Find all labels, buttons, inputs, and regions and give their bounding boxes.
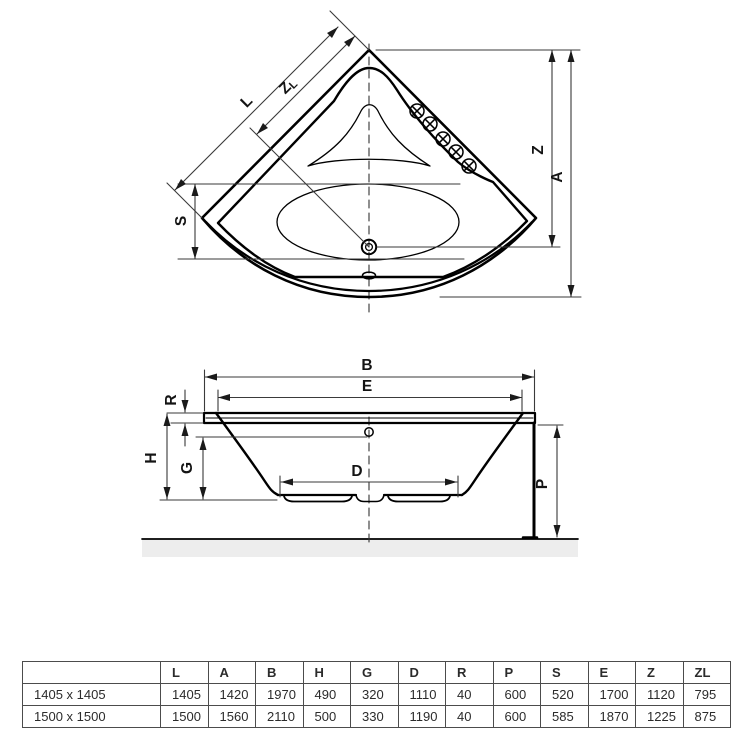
table-header-cell: Z bbox=[635, 661, 684, 684]
table-header-cell: A bbox=[207, 661, 256, 684]
table-cell: 40 bbox=[445, 705, 494, 728]
top-view: L ZL S Z A bbox=[166, 10, 582, 317]
tub-inner-rim-outline bbox=[216, 66, 529, 279]
table-cell: 40 bbox=[445, 683, 494, 706]
extension-line bbox=[249, 127, 370, 248]
left-wall bbox=[214, 411, 280, 497]
table-cell: 490 bbox=[302, 683, 351, 706]
table-cell: 1225 bbox=[635, 705, 684, 728]
table-cell: 1110 bbox=[397, 683, 446, 706]
dim-label-D: D bbox=[351, 463, 362, 480]
table-header-cell: S bbox=[540, 661, 589, 684]
table-header-row: L A B H G D R P S E Z ZL bbox=[22, 661, 731, 684]
jet-icon bbox=[409, 103, 425, 119]
table-cell: 1120 bbox=[635, 683, 684, 706]
table-cell: 1190 bbox=[397, 705, 446, 728]
table-cell: 1405 bbox=[160, 683, 209, 706]
dim-label-Z: Z bbox=[530, 145, 547, 155]
technical-drawing: L ZL S Z A bbox=[141, 10, 582, 557]
table-header-cell bbox=[22, 661, 161, 684]
dim-label-P: P bbox=[534, 479, 551, 489]
table-cell: 600 bbox=[492, 705, 541, 728]
jet-icon bbox=[435, 131, 451, 147]
table-cell: 795 bbox=[682, 683, 731, 706]
table-cell: 1500 bbox=[160, 705, 209, 728]
table-cell: 1560 bbox=[207, 705, 256, 728]
extension-line bbox=[166, 182, 203, 219]
base-pad bbox=[387, 495, 451, 503]
table-cell: 500 bbox=[302, 705, 351, 728]
dimension-table: L A B H G D R P S E Z ZL 1405 x 1405 140… bbox=[22, 661, 731, 728]
dim-label-B: B bbox=[361, 357, 372, 374]
table-cell: 320 bbox=[350, 683, 399, 706]
table-row: 1500 x 1500 1500 1560 2110 500 330 1190 … bbox=[22, 705, 731, 728]
table-header-cell: R bbox=[445, 661, 494, 684]
table-header-cell: G bbox=[350, 661, 399, 684]
base-pad bbox=[283, 495, 353, 503]
dim-label-H: H bbox=[143, 452, 160, 463]
dim-label-S: S bbox=[173, 216, 190, 226]
size-label-cell: 1500 x 1500 bbox=[22, 705, 161, 728]
table-header-cell: D bbox=[397, 661, 446, 684]
table-header-cell: L bbox=[160, 661, 209, 684]
table-cell: 1970 bbox=[255, 683, 304, 706]
table-cell: 330 bbox=[350, 705, 399, 728]
size-label-cell: 1405 x 1405 bbox=[22, 683, 161, 706]
drain-notch bbox=[355, 494, 385, 503]
table-header-cell: H bbox=[302, 661, 351, 684]
basin-ellipse bbox=[276, 183, 460, 261]
dim-label-G: G bbox=[179, 462, 196, 474]
table-cell: 520 bbox=[540, 683, 589, 706]
table-cell: 1700 bbox=[587, 683, 636, 706]
dim-line-L bbox=[174, 26, 339, 191]
dim-label-E: E bbox=[362, 378, 372, 395]
floor-hatch bbox=[142, 539, 578, 557]
table-cell: 600 bbox=[492, 683, 541, 706]
tub-outer-outline bbox=[200, 48, 538, 299]
table-cell: 1870 bbox=[587, 705, 636, 728]
table-cell: 875 bbox=[682, 705, 731, 728]
right-wall bbox=[460, 411, 525, 497]
jet-icon bbox=[461, 158, 477, 174]
side-view: B E R H G D P bbox=[141, 357, 579, 557]
extension-line bbox=[329, 10, 370, 51]
jet-icon bbox=[448, 144, 464, 160]
support-leg bbox=[521, 421, 539, 539]
dim-line-ZL bbox=[256, 35, 356, 135]
table-header-cell: E bbox=[587, 661, 636, 684]
jet-icon bbox=[422, 116, 438, 132]
jet-icons bbox=[409, 103, 477, 174]
overflow-slot bbox=[361, 271, 377, 280]
side-view-dimensions bbox=[159, 369, 564, 538]
table-cell: 2110 bbox=[255, 705, 304, 728]
table-header-cell: P bbox=[492, 661, 541, 684]
tub-rim-front-edge bbox=[204, 220, 534, 293]
dim-label-A: A bbox=[549, 171, 566, 182]
tub-section-profile bbox=[214, 411, 525, 503]
drain-icon bbox=[360, 238, 378, 256]
table-cell: 585 bbox=[540, 705, 589, 728]
table-header-cell: ZL bbox=[682, 661, 731, 684]
dim-label-L: L bbox=[237, 92, 256, 111]
dim-label-R: R bbox=[163, 394, 180, 405]
table-row: 1405 x 1405 1405 1420 1970 490 320 1110 … bbox=[22, 683, 731, 706]
table-cell: 1420 bbox=[207, 683, 256, 706]
overflow-hole bbox=[364, 427, 374, 437]
top-view-dimensions bbox=[166, 10, 582, 298]
table-header-cell: B bbox=[255, 661, 304, 684]
